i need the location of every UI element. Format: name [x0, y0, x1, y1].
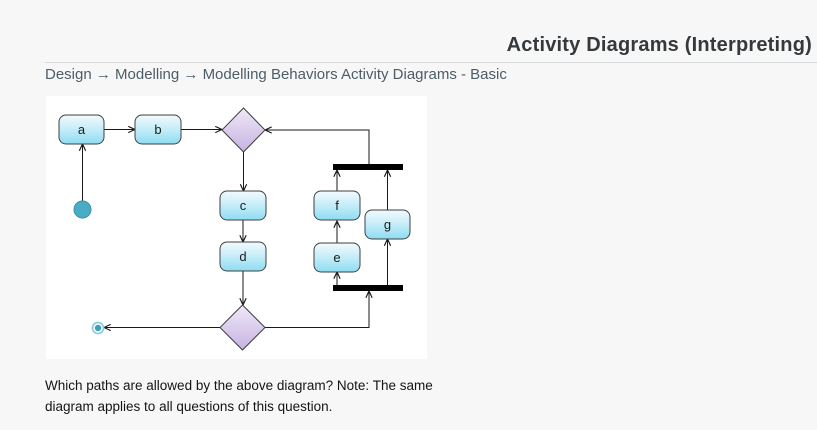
activity-node-a: a: [58, 114, 105, 145]
breadcrumb: Design → Modelling → Modelling Behaviors…: [45, 66, 507, 83]
activity-node-g: g: [364, 209, 411, 240]
decision-diamond-bottom: [219, 304, 266, 351]
page-title: Activity Diagrams (Interpreting): [506, 34, 812, 56]
activity-node-c: c: [219, 190, 267, 221]
activity-node-e: e: [313, 242, 361, 273]
activity-label-c: c: [240, 198, 247, 213]
activity-node-d: d: [219, 241, 267, 272]
activity-node-b: b: [134, 114, 182, 145]
fork-bar-bottom: [333, 285, 403, 291]
question-text: Which paths are allowed by the above dia…: [45, 378, 433, 414]
activity-label-f: f: [335, 198, 339, 213]
edge-join-merge: [265, 130, 370, 164]
edge-decision-fork: [265, 291, 369, 328]
activity-node-f: f: [313, 190, 361, 221]
activity-label-a: a: [78, 122, 86, 137]
activity-label-e: e: [333, 250, 340, 265]
merge-diamond-top: [221, 107, 266, 153]
activity-label-g: g: [384, 217, 391, 232]
header-divider: [45, 62, 817, 63]
activity-label-b: b: [154, 122, 161, 137]
join-bar-top: [333, 164, 403, 170]
activity-diagram: a b c d f e g: [58, 107, 411, 351]
initial-node-icon: [73, 200, 92, 219]
activity-label-d: d: [239, 249, 246, 264]
final-node-icon: [91, 321, 105, 335]
activity-diagram-panel: a b c d f e g: [46, 96, 427, 359]
